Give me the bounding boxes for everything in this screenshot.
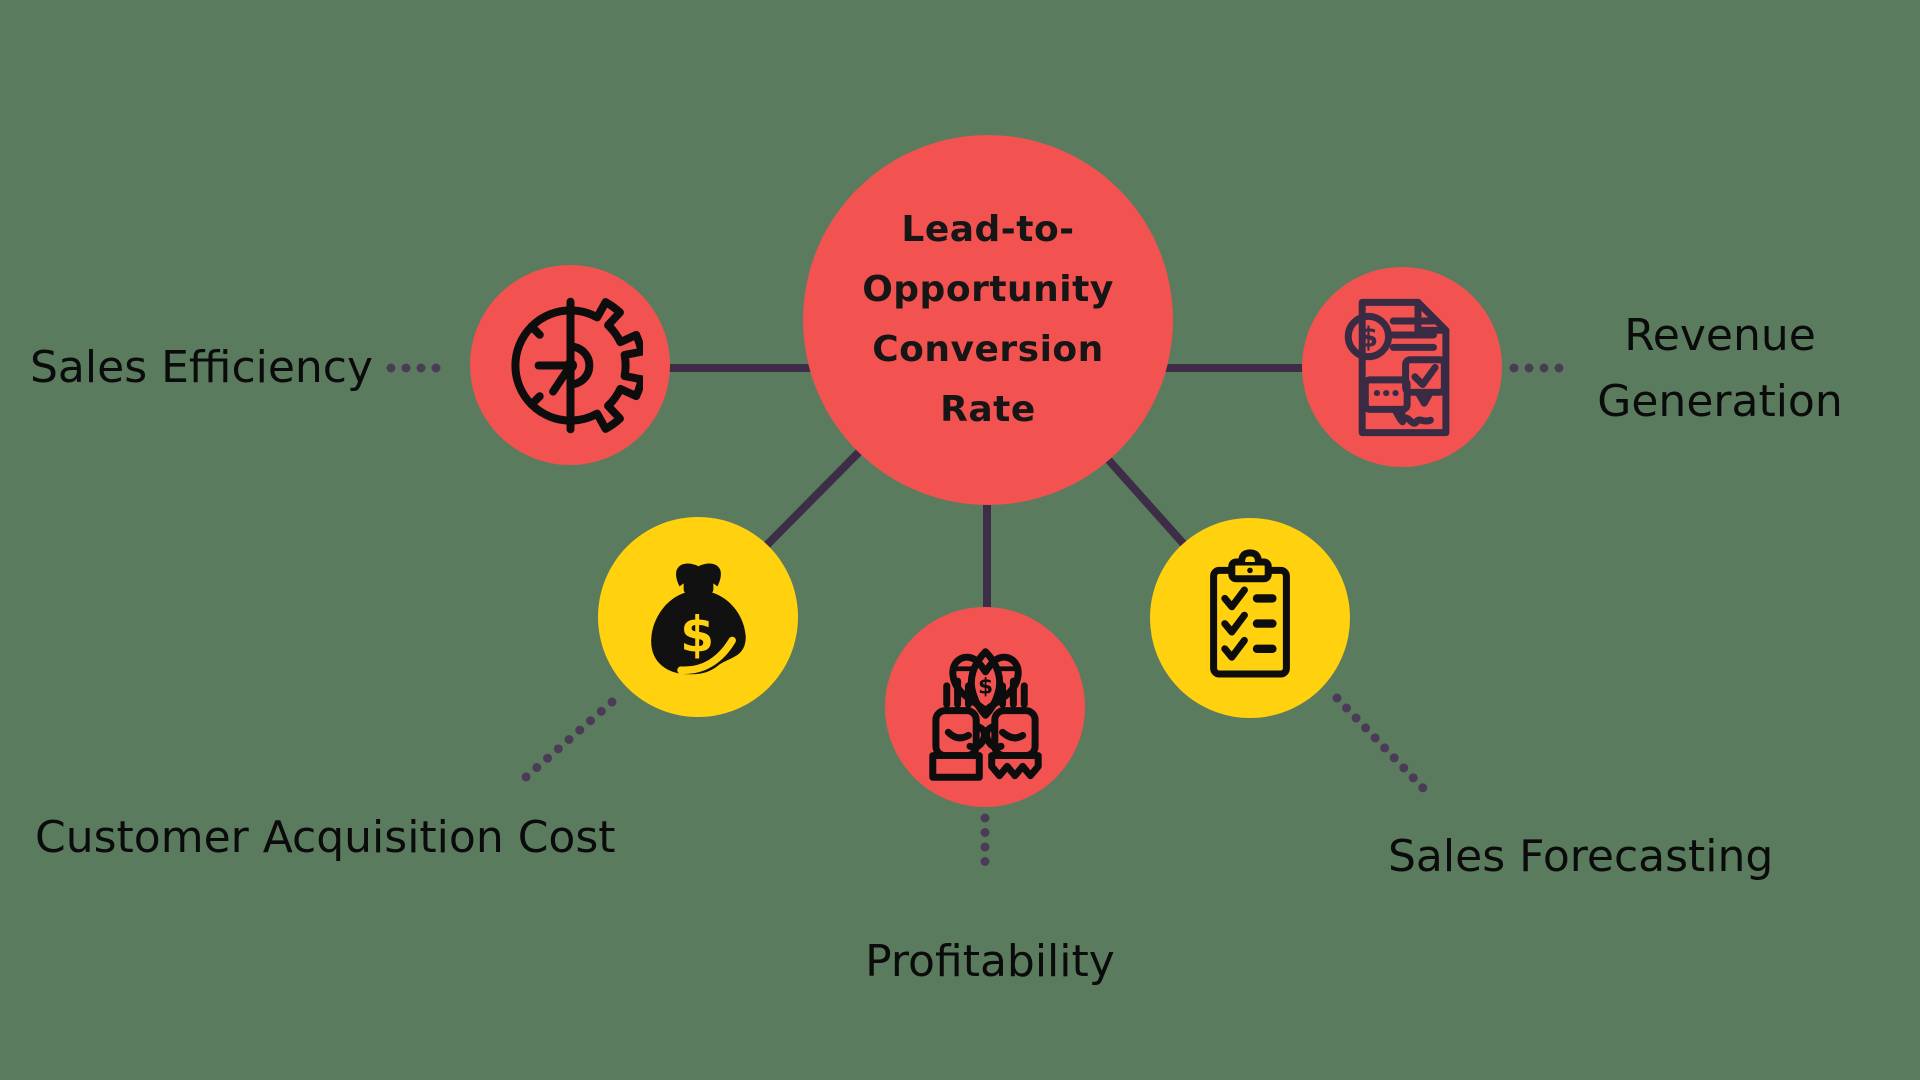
node-label-revenue-generation: Revenue Generation bbox=[1597, 310, 1843, 427]
svg-text:$: $ bbox=[977, 674, 992, 699]
money-bag-icon: $ bbox=[650, 562, 746, 674]
connector-hub-to-sales-forecasting bbox=[1093, 443, 1202, 564]
node-label-profitability: Profitability bbox=[865, 936, 1115, 987]
hub-node: Lead-to-Opportunity Conversion Rate bbox=[803, 135, 1173, 505]
clipboard-checklist-icon bbox=[1210, 549, 1290, 678]
node-circle-sales-efficiency bbox=[470, 265, 670, 465]
hub-label: Lead-to-Opportunity Conversion Rate bbox=[862, 209, 1114, 430]
node-label-customer-acquisition-cost: Customer Acquisition Cost bbox=[35, 812, 616, 863]
clock-gear-icon bbox=[510, 297, 643, 433]
svg-text:$: $ bbox=[1358, 320, 1377, 353]
svg-text:$: $ bbox=[680, 607, 714, 663]
node-circle-revenue-generation: $ bbox=[1302, 267, 1502, 467]
dotted-connector-sales-forecasting-label bbox=[1332, 693, 1428, 793]
node-circle-sales-forecasting bbox=[1150, 518, 1350, 718]
node-label-sales-efficiency: Sales Efficiency bbox=[30, 342, 374, 393]
node-circle-profitability: $ bbox=[885, 607, 1085, 807]
dotted-connector-customer-acquisition-cost-label bbox=[521, 697, 617, 782]
node-label-sales-forecasting: Sales Forecasting bbox=[1388, 831, 1774, 882]
connector-hub-to-customer-acquisition-cost bbox=[748, 439, 872, 564]
billing-document-icon: $ bbox=[1344, 298, 1449, 436]
node-circle-customer-acquisition-cost: $ bbox=[598, 517, 798, 717]
hands-holding-heart-icon: $ bbox=[928, 647, 1042, 781]
